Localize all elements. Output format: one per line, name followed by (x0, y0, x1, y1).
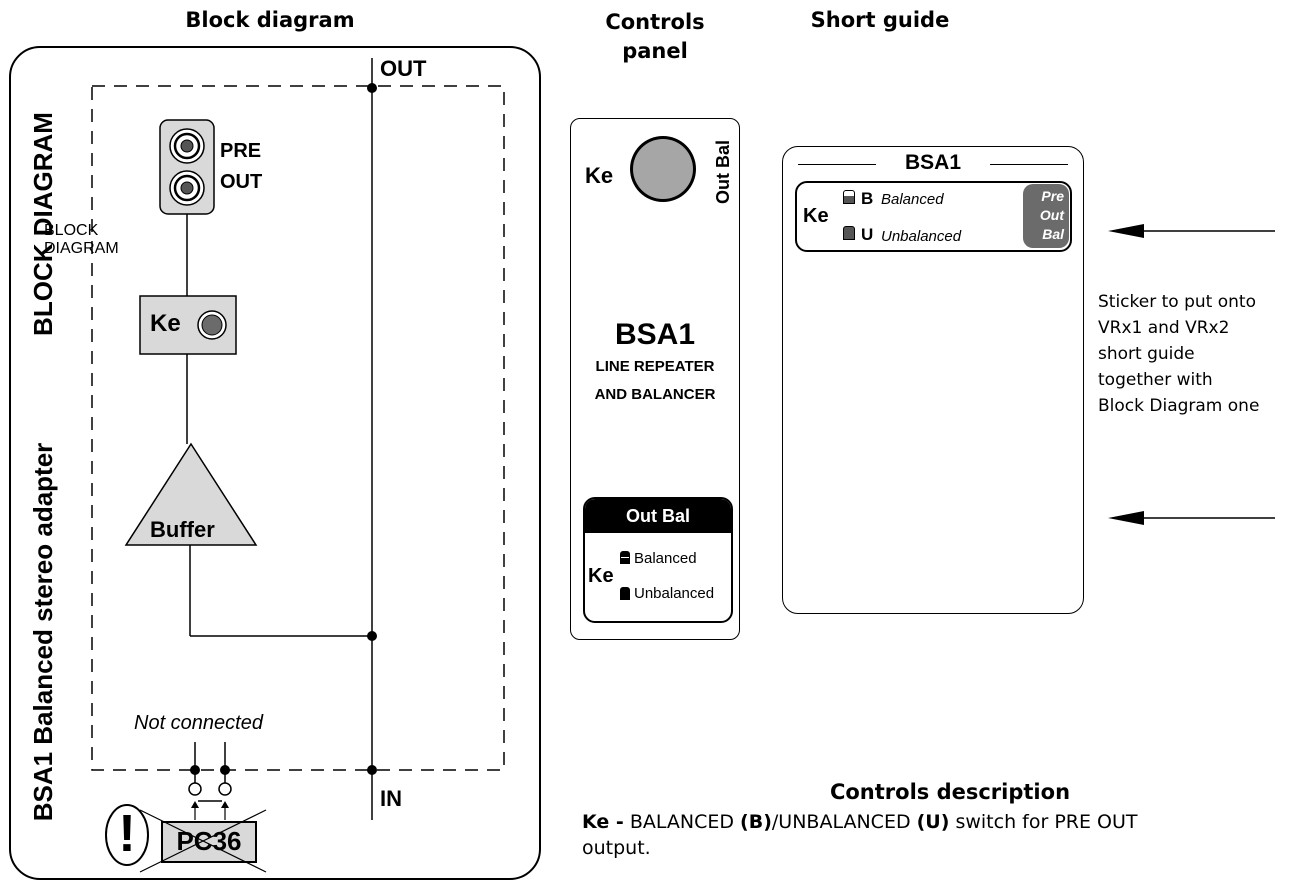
guide-title-rule-left (798, 164, 876, 165)
guide-title: BSA1 (904, 151, 962, 174)
block-diagram-header: Block diagram (185, 8, 355, 32)
guide-u-letter: U (861, 225, 874, 244)
ke-label: Ke (150, 310, 181, 337)
pc36-label: PC36 (176, 826, 242, 856)
switch-down-icon (843, 226, 855, 240)
switch-knob-icon (197, 310, 227, 340)
desc-u: (U) (916, 811, 950, 833)
buffer-triangle (124, 442, 258, 546)
panel-model-label: BSA1 (614, 318, 696, 351)
arrow-up-icon (191, 801, 199, 820)
not-connected-label: Not connected (134, 712, 263, 734)
switch-up-icon (843, 190, 855, 204)
block-diagram (9, 46, 541, 880)
terminal-circle (188, 782, 202, 796)
sticker-note-line: Sticker to put onto (1098, 292, 1256, 312)
guide-u-text: Unbalanced (881, 228, 962, 245)
desc-part2: /UNBALANCED (771, 811, 917, 833)
out-bal-box: Out Bal (583, 497, 733, 623)
guide-b-text: Balanced (881, 191, 944, 208)
guide-badge-line1: Pre (1041, 188, 1064, 204)
controls-panel (570, 118, 740, 640)
short-guide-card (782, 146, 1084, 614)
controls-panel-header: Controls panel (570, 8, 740, 66)
panel-desc-line1: LINE REPEATER (595, 358, 715, 375)
controls-description-title: Controls description (829, 780, 1071, 804)
arrow-left-icon (1108, 224, 1275, 238)
panel-desc-line2: AND BALANCER (594, 386, 716, 403)
controls-panel-header-line2: panel (622, 39, 688, 63)
buffer-label: Buffer (150, 517, 215, 542)
out-label: OUT (380, 56, 427, 81)
guide-b-letter: B (861, 189, 874, 208)
desc-part1: BALANCED (623, 811, 741, 833)
rca-jack-icon (169, 128, 205, 164)
controls-panel-header-line1: Controls (605, 10, 705, 34)
junction-dot (367, 765, 377, 775)
guide-badge-line3: Bal (1042, 226, 1064, 242)
junction-dot (367, 83, 377, 93)
warning-oval (105, 804, 149, 866)
pre-out-label: OUT (220, 171, 263, 193)
out-bal-box-title: Out Bal (585, 499, 731, 533)
arrows (1108, 224, 1275, 525)
guide-ke: Ke (803, 205, 829, 227)
sticker-note-line: VRx1 and VRx2 (1098, 318, 1230, 338)
cross-out-line (139, 809, 267, 873)
guide-badge: Pre Out Bal (1023, 184, 1069, 248)
ke-knob-face (633, 139, 693, 199)
junction-dot (220, 765, 230, 775)
desc-b: (B) (740, 811, 772, 833)
panel-out-bal-label: Out Bal (713, 140, 733, 205)
dashed-boundary (91, 85, 505, 771)
guide-badge-line2: Out (1039, 207, 1064, 223)
pre-label: PRE (220, 140, 262, 162)
terminal-circle (218, 782, 232, 796)
guide-title-rule-right (990, 164, 1068, 165)
sticker-note-line: Block Diagram one (1098, 396, 1260, 416)
panel-ke-label: Ke (585, 163, 614, 188)
block-diagram-vertical-subtitle: BSA1 Balanced stereo adapter (28, 442, 58, 822)
in-label: IN (380, 786, 402, 811)
opt-unbalanced: Unbalanced (634, 585, 715, 602)
arrow-left-icon (1108, 511, 1275, 525)
switch-down-icon (620, 587, 630, 600)
controls-description-text: Ke - BALANCED (B)/UNBALANCED (U) switch … (582, 809, 1302, 861)
short-guide-header: Short guide (810, 8, 950, 32)
block-diagram-vertical-title-text: BLOCK DIAGRAM (28, 112, 58, 336)
opt-balanced: Balanced (634, 550, 697, 567)
block-diagram-frame (9, 46, 541, 880)
rca-jack-icon (169, 170, 205, 206)
sticker-note: Sticker to put onto VRx1 and VRx2 short … (1098, 289, 1259, 419)
ke-term: Ke - (582, 811, 624, 833)
out-bal-box-ke: Ke (588, 565, 614, 587)
sticker-note-line: short guide (1098, 344, 1195, 364)
sticker-note-line: together with (1098, 370, 1213, 390)
desc-part3: switch for PRE OUT (949, 811, 1138, 833)
switch-up-icon (620, 551, 630, 564)
desc-line2: output. (582, 837, 651, 859)
guide-switch-box (795, 181, 1072, 252)
warning-mark: ! (118, 805, 136, 863)
junction-dot (190, 765, 200, 775)
arrow-up-icon (221, 801, 229, 820)
ke-knob[interactable] (630, 136, 696, 202)
